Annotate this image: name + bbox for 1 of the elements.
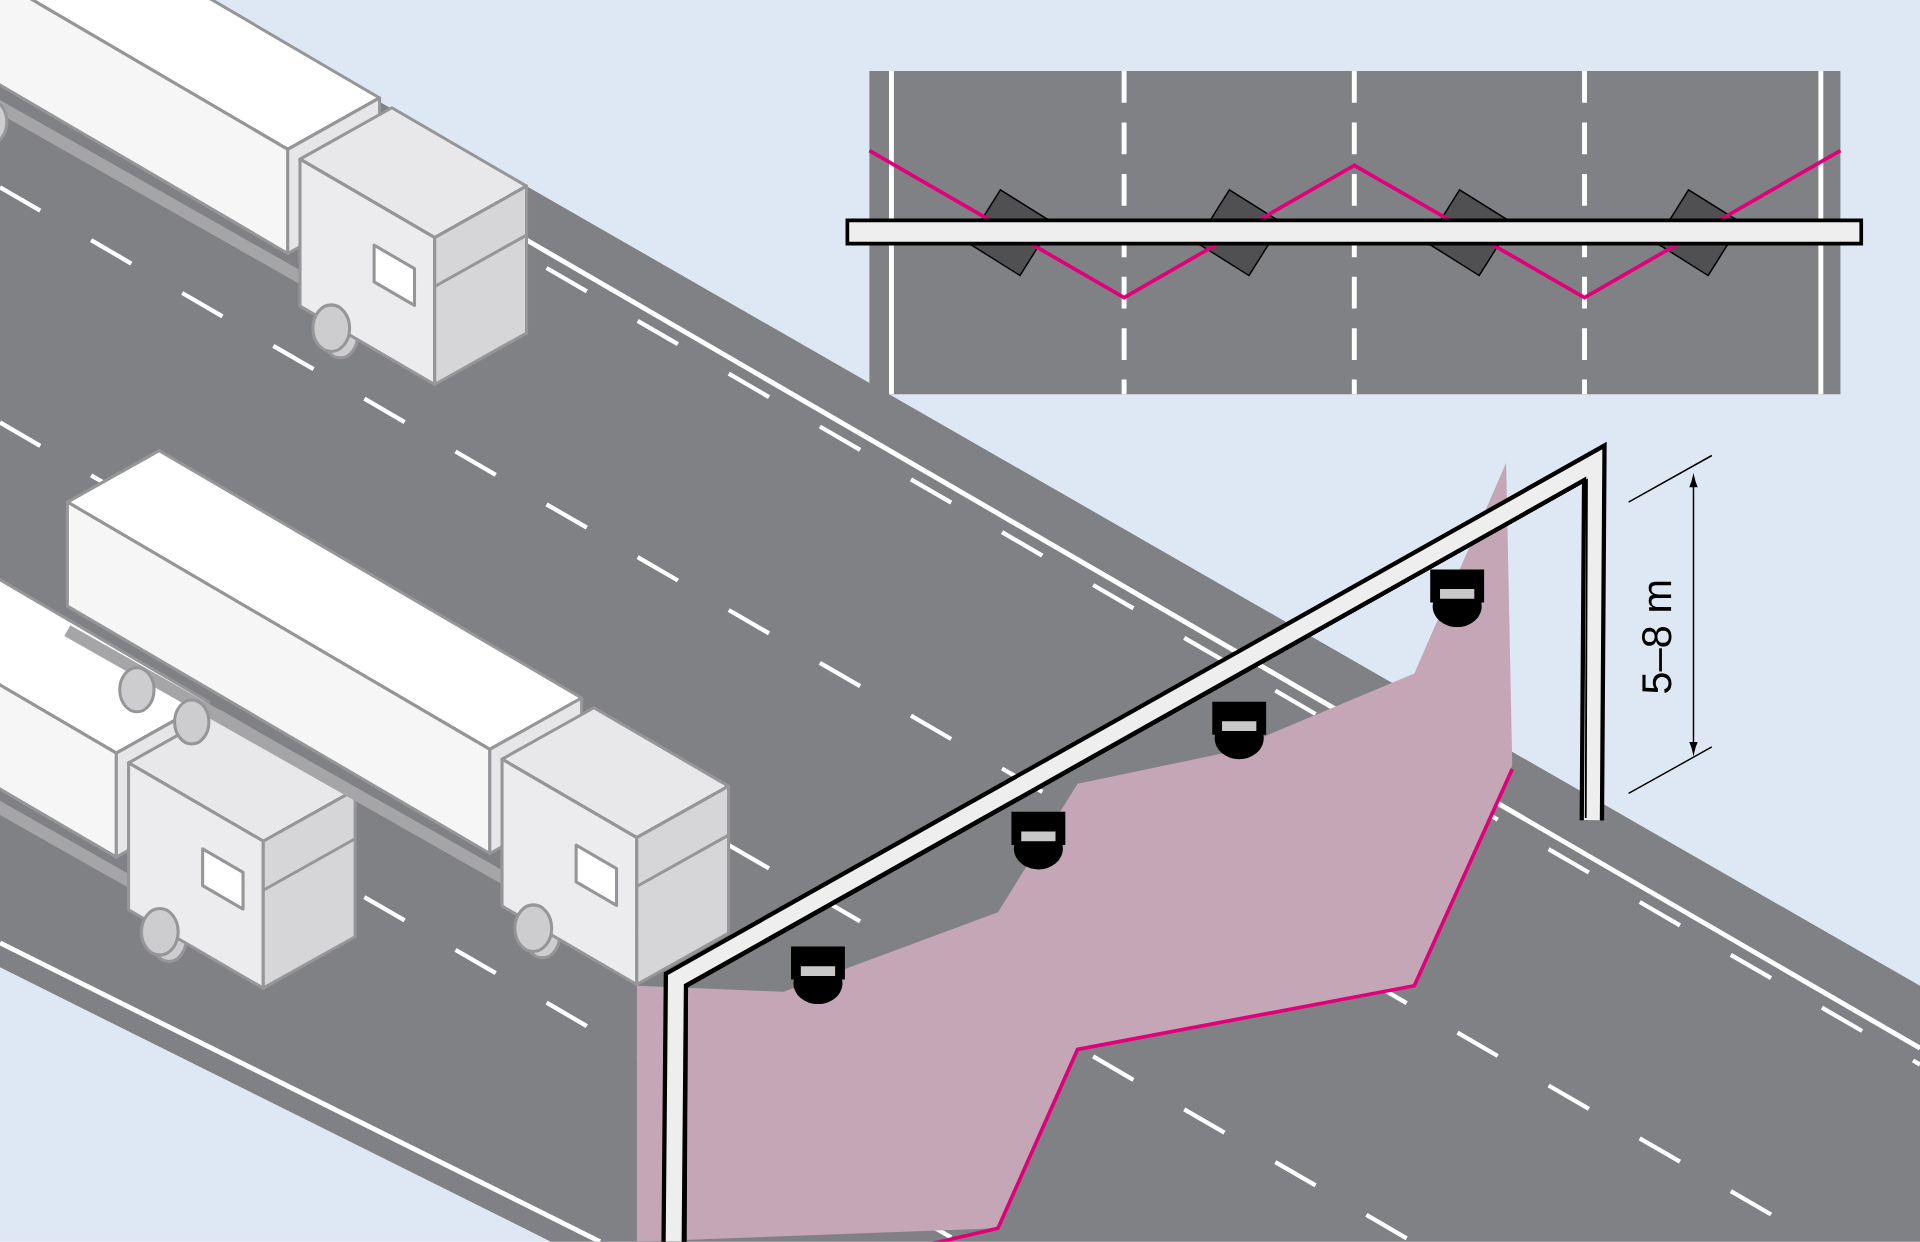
dimension-label: 5–8 m	[1642, 581, 1672, 694]
